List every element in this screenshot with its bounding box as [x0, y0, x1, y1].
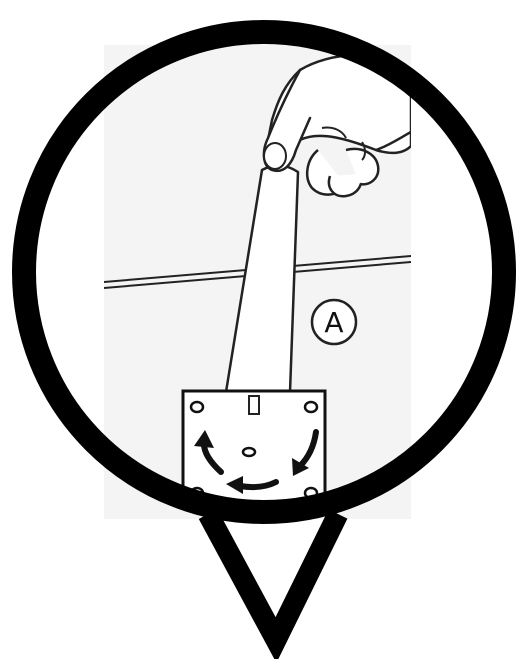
screw-hole-icon: [189, 400, 205, 414]
hand-icon: [262, 53, 411, 198]
map-pin-callout-icon: [12, 20, 516, 659]
illustration-content: A: [104, 53, 411, 509]
callout-label-a-text: A: [324, 306, 343, 339]
screw-hole-icon: [303, 400, 319, 414]
rotate-clockwise-arrows-icon: [194, 429, 319, 494]
mounting-plate-icon: [181, 389, 327, 509]
callout-label-a: A: [310, 298, 358, 346]
center-hole-icon: [241, 446, 257, 458]
